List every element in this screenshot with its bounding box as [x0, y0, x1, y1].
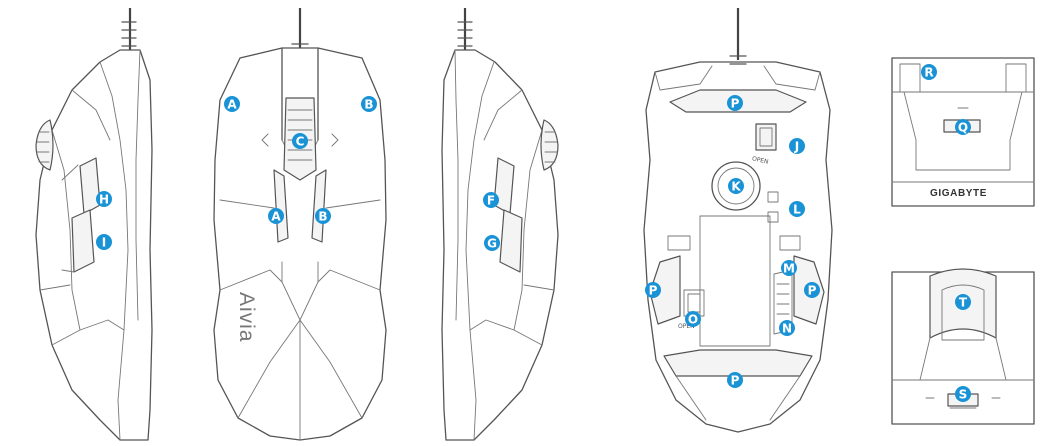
callout-t: T	[955, 294, 971, 310]
svg-text:L: L	[793, 203, 801, 217]
bottom-view: OPEN OPEN	[644, 8, 832, 432]
svg-text:P: P	[649, 284, 658, 298]
svg-text:N: N	[782, 322, 792, 336]
svg-text:M: M	[783, 262, 795, 276]
svg-text:P: P	[731, 374, 740, 388]
callout-o: O	[685, 311, 701, 327]
callout-j: J	[789, 138, 805, 154]
svg-text:K: K	[731, 180, 741, 194]
callout-l: L	[789, 201, 805, 217]
svg-text:C: C	[296, 135, 305, 149]
callout-p-rear: P	[727, 372, 743, 388]
callout-r: R	[921, 64, 937, 80]
callout-k: K	[728, 178, 744, 194]
svg-text:G: G	[487, 237, 497, 251]
svg-text:T: T	[959, 296, 968, 310]
callout-g: G	[484, 235, 500, 251]
svg-text:Q: Q	[958, 121, 968, 135]
gigabyte-brand: GIGABYTE	[930, 188, 987, 199]
svg-text:R: R	[924, 66, 933, 80]
svg-text:O: O	[688, 313, 698, 327]
callout-b-side: B	[315, 208, 331, 224]
svg-text:B: B	[318, 210, 327, 224]
svg-text:A: A	[271, 210, 281, 224]
svg-text:B: B	[364, 98, 373, 112]
callout-c: C	[292, 133, 308, 149]
svg-text:P: P	[731, 97, 740, 111]
svg-text:P: P	[808, 284, 817, 298]
top-view: Aivia	[214, 8, 386, 440]
svg-text:H: H	[99, 193, 109, 207]
callout-a-side: A	[268, 208, 284, 224]
svg-text:S: S	[959, 388, 968, 402]
callout-q: Q	[955, 119, 971, 135]
callout-n: N	[779, 320, 795, 336]
callout-a-top: A	[224, 96, 240, 112]
svg-text:I: I	[102, 236, 106, 250]
svg-text:A: A	[227, 98, 237, 112]
svg-text:J: J	[794, 140, 799, 154]
callout-s: S	[955, 386, 971, 402]
callout-p-front: P	[727, 95, 743, 111]
callout-p-left: P	[645, 282, 661, 298]
open-label-upper: OPEN	[751, 155, 769, 165]
left-side-view	[36, 8, 152, 440]
callout-i: I	[96, 234, 112, 250]
callout-p-right: P	[804, 282, 820, 298]
callout-b-top: B	[361, 96, 377, 112]
right-side-view	[442, 8, 558, 440]
callout-f: F	[483, 192, 499, 208]
aivia-logo: Aivia	[235, 292, 258, 343]
svg-text:F: F	[487, 194, 495, 208]
callout-m: M	[781, 260, 797, 276]
callout-h: H	[96, 191, 112, 207]
